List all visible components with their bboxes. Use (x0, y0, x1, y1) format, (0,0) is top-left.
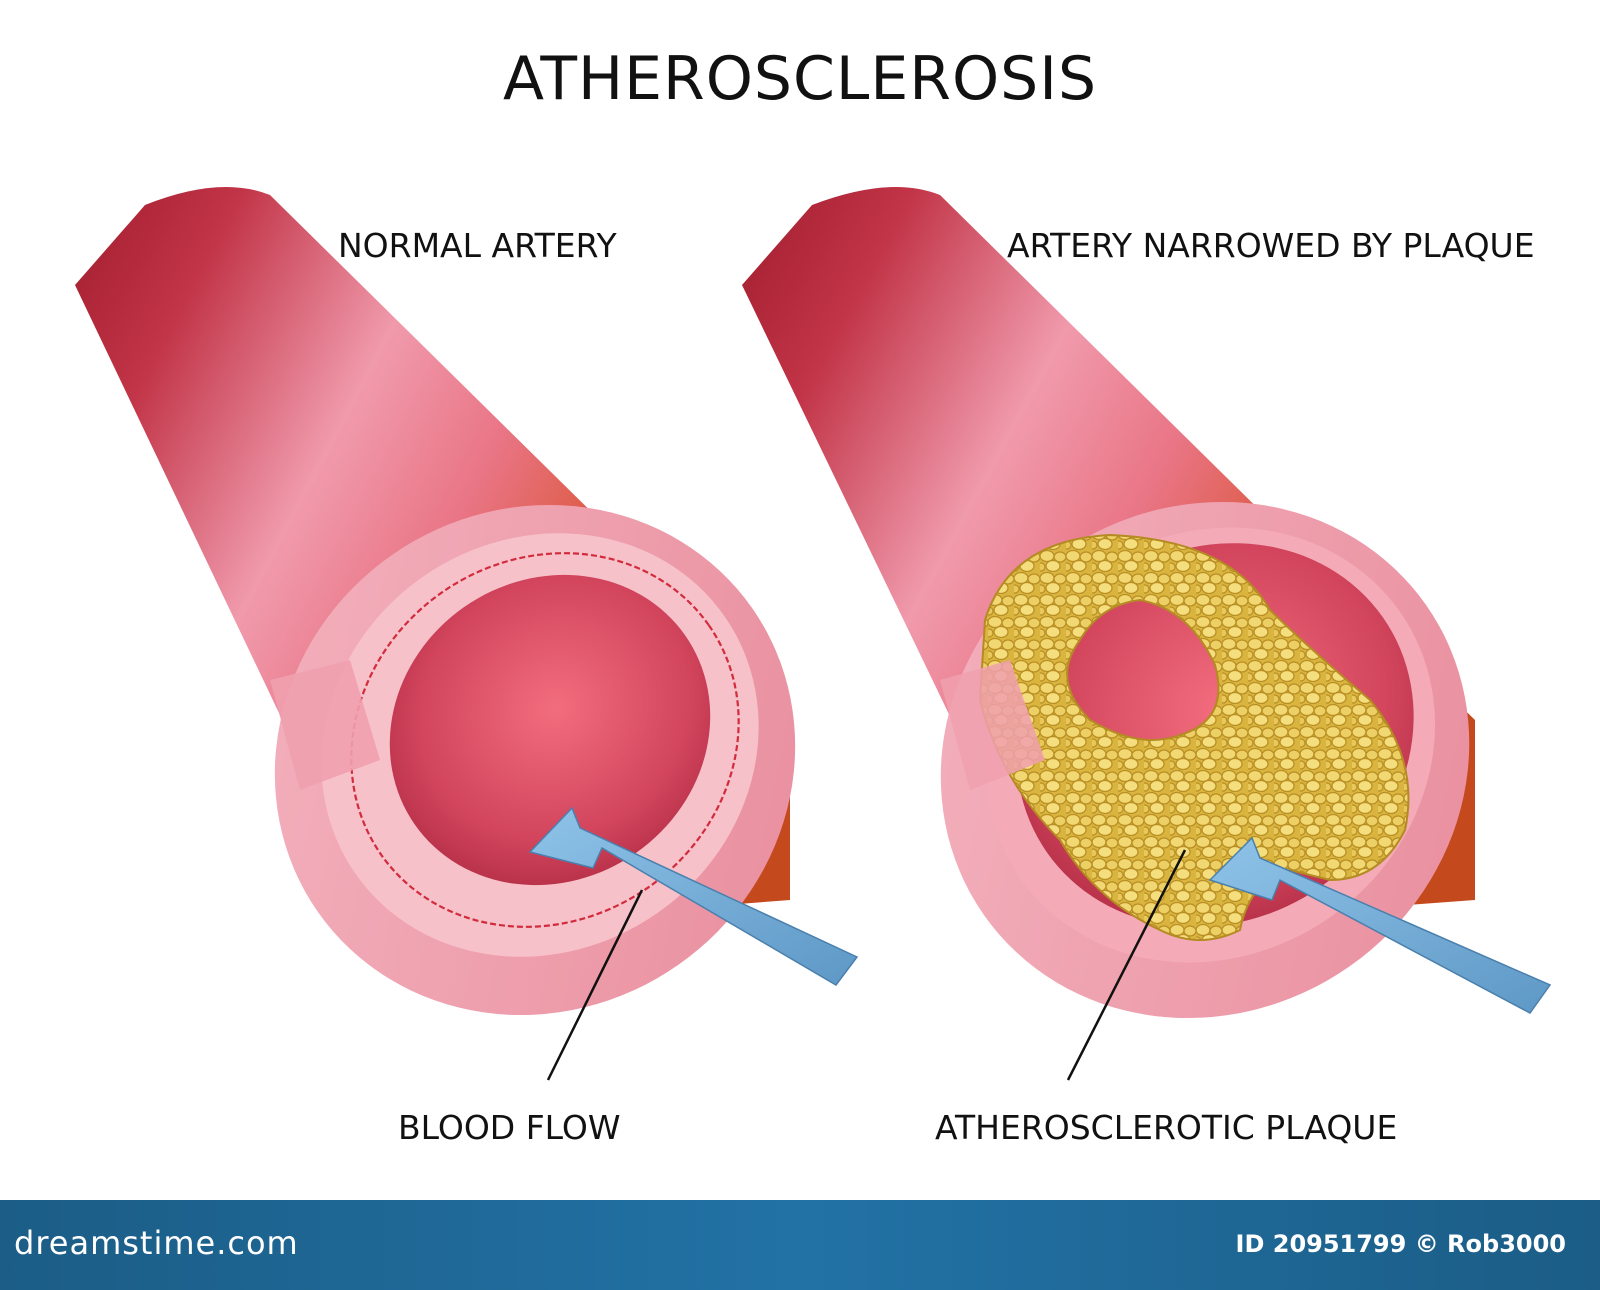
normal-artery-label: NORMAL ARTERY (338, 226, 617, 265)
footer-bar: dreamstime.com ID 20951799 © Rob3000 (0, 1200, 1600, 1290)
plaque-leader-line (1066, 849, 1187, 1081)
artwork (75, 187, 1552, 1081)
narrowed-artery-illustration (742, 187, 1552, 1081)
blood-flow-label: BLOOD FLOW (398, 1108, 621, 1147)
normal-artery-intima (350, 552, 740, 928)
narrowed-artery-cut-face (940, 660, 1045, 790)
normal-artery-lumen (389, 574, 711, 886)
normal-artery-illustration (75, 187, 859, 1081)
blood-flow-arrow-left (528, 806, 859, 986)
footer-image-id: ID 20951799 © Rob3000 (1235, 1230, 1566, 1258)
page-title: ATHEROSCLEROSIS (502, 44, 1098, 114)
plaque-deposit (978, 533, 1410, 941)
blood-flow-leader-line (546, 889, 644, 1081)
normal-artery-cut-face (270, 660, 380, 790)
blood-flow-arrow-right (1208, 836, 1552, 1014)
plaque-label: ATHEROSCLEROTIC PLAQUE (935, 1108, 1398, 1147)
narrowed-artery-label: ARTERY NARROWED BY PLAQUE (1007, 226, 1535, 265)
footer-site-name[interactable]: dreamstime.com (14, 1224, 299, 1262)
